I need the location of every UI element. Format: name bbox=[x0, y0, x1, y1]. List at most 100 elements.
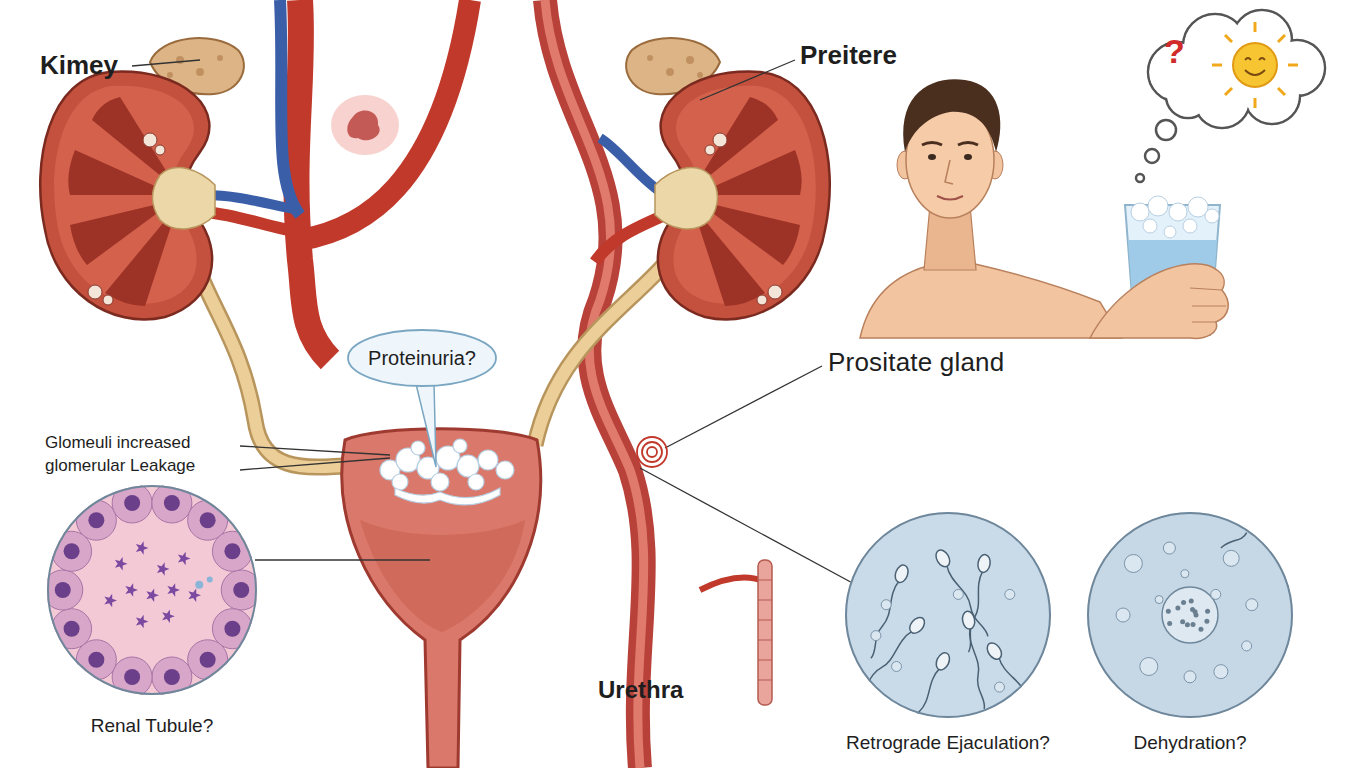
illustration-shape bbox=[964, 154, 972, 160]
illustration-shape bbox=[845, 512, 1051, 718]
illustration-shape bbox=[1169, 203, 1187, 221]
illustration-shape bbox=[1150, 12, 1324, 127]
speech-bubble: Proteinuria? bbox=[347, 329, 497, 387]
illustration-shape bbox=[112, 483, 152, 523]
illustration-shape bbox=[1181, 600, 1186, 605]
illustration-shape bbox=[55, 582, 71, 598]
illustration-shape bbox=[1221, 533, 1247, 548]
illustration-shape bbox=[642, 442, 662, 462]
illustration-shape bbox=[961, 610, 976, 630]
illustration-shape bbox=[1005, 589, 1015, 599]
illustration-shape bbox=[758, 580, 772, 680]
illustration-shape bbox=[1156, 120, 1176, 140]
microscope-circle: Dehydration? bbox=[1087, 512, 1293, 754]
illustration-shape bbox=[395, 488, 500, 505]
illustration-shape bbox=[240, 458, 390, 470]
illustration-shape bbox=[1183, 219, 1197, 233]
illustration-shape bbox=[1214, 665, 1228, 679]
illustration-shape bbox=[1233, 43, 1277, 87]
illustration-shape bbox=[1148, 196, 1168, 216]
illustration-shape bbox=[1211, 589, 1221, 599]
illustration-shape bbox=[871, 631, 881, 641]
illustration-shape bbox=[468, 474, 484, 490]
illustration-shape bbox=[945, 564, 989, 637]
illustration-shape bbox=[1198, 627, 1203, 632]
illustration-shape bbox=[1180, 37, 1290, 107]
illustration-shape bbox=[1136, 174, 1144, 182]
illustration-shape bbox=[296, 0, 330, 360]
illustration-shape bbox=[865, 563, 910, 660]
illustration-shape bbox=[1288, 64, 1298, 67]
illustration-shape bbox=[348, 330, 496, 386]
illustration-shape bbox=[1162, 587, 1218, 643]
illustration-shape bbox=[212, 531, 252, 571]
illustration-shape bbox=[640, 468, 858, 586]
illustration-shape bbox=[167, 583, 180, 596]
illustration-shape bbox=[855, 615, 928, 699]
illustration-shape bbox=[1181, 570, 1189, 578]
illustration-shape bbox=[984, 640, 1004, 662]
illustration-shape bbox=[360, 520, 525, 632]
illustration-shape bbox=[922, 143, 978, 146]
illustration-shape bbox=[1189, 599, 1194, 604]
illustration-shape bbox=[858, 630, 914, 695]
illustration-shape bbox=[758, 580, 772, 581]
illustration-shape bbox=[1225, 88, 1232, 95]
illustration-shape bbox=[1205, 209, 1219, 223]
illustration-shape bbox=[1166, 609, 1171, 614]
illustration-shape bbox=[1245, 58, 1265, 60]
illustration-shape bbox=[845, 512, 1051, 745]
illustration-shape bbox=[1155, 596, 1163, 604]
illustration-shape bbox=[1167, 621, 1172, 626]
illustration-shape bbox=[112, 657, 152, 697]
question-mark: ? bbox=[1164, 32, 1185, 71]
illustration-shape bbox=[52, 609, 92, 649]
illustration-shape bbox=[178, 552, 191, 565]
illustration-shape bbox=[700, 60, 795, 100]
illustration-shape bbox=[416, 383, 436, 467]
illustration-shape bbox=[1205, 609, 1210, 614]
illustration-shape bbox=[961, 610, 990, 710]
illustration-shape bbox=[1136, 10, 1325, 182]
illustration-shape bbox=[869, 581, 901, 659]
illustration-shape bbox=[132, 60, 200, 66]
illustration-shape bbox=[1212, 22, 1298, 108]
illustration-shape bbox=[88, 512, 104, 528]
illustration-shape bbox=[300, 0, 470, 240]
illustration-shape bbox=[1242, 641, 1252, 651]
illustration-shape bbox=[1175, 605, 1180, 610]
micrograph bbox=[47, 485, 257, 695]
illustration-shape bbox=[152, 657, 192, 697]
illustration-shape bbox=[1254, 98, 1257, 108]
illustration-shape bbox=[758, 600, 772, 601]
illustration-shape bbox=[1190, 622, 1195, 627]
illustration-shape bbox=[1223, 550, 1239, 566]
illustration-shape bbox=[453, 439, 467, 453]
illustration-shape bbox=[1163, 542, 1175, 554]
illustration-shape bbox=[162, 610, 175, 623]
illustration-shape bbox=[48, 486, 256, 694]
illustration-shape bbox=[157, 562, 170, 575]
organ-label: Prositate gland bbox=[828, 347, 1004, 378]
illustration-shape bbox=[637, 437, 667, 467]
illustration-shape bbox=[846, 513, 1050, 717]
micrograph-caption: Dehydration? bbox=[1087, 732, 1293, 754]
illustration-shape bbox=[934, 651, 952, 672]
illustration-shape bbox=[1145, 149, 1159, 163]
illustration-shape bbox=[758, 620, 772, 621]
illustration-shape bbox=[994, 682, 1004, 692]
illustration-shape bbox=[899, 651, 952, 746]
microscope-circle: Retrograde Ejaculation? bbox=[843, 512, 1053, 754]
illustration-shape bbox=[928, 154, 936, 160]
illustration-shape bbox=[136, 615, 149, 628]
organ-label: Preitere bbox=[800, 40, 897, 71]
illustration-shape bbox=[881, 600, 891, 610]
illustration-shape bbox=[933, 548, 952, 570]
illustration-shape bbox=[1088, 513, 1292, 717]
illustration-shape bbox=[347, 111, 379, 141]
micrograph bbox=[845, 512, 1051, 718]
illustration-shape bbox=[255, 559, 430, 560]
illustration-shape bbox=[907, 615, 928, 637]
illustration-shape bbox=[637, 437, 667, 467]
illustration-shape bbox=[891, 662, 901, 672]
